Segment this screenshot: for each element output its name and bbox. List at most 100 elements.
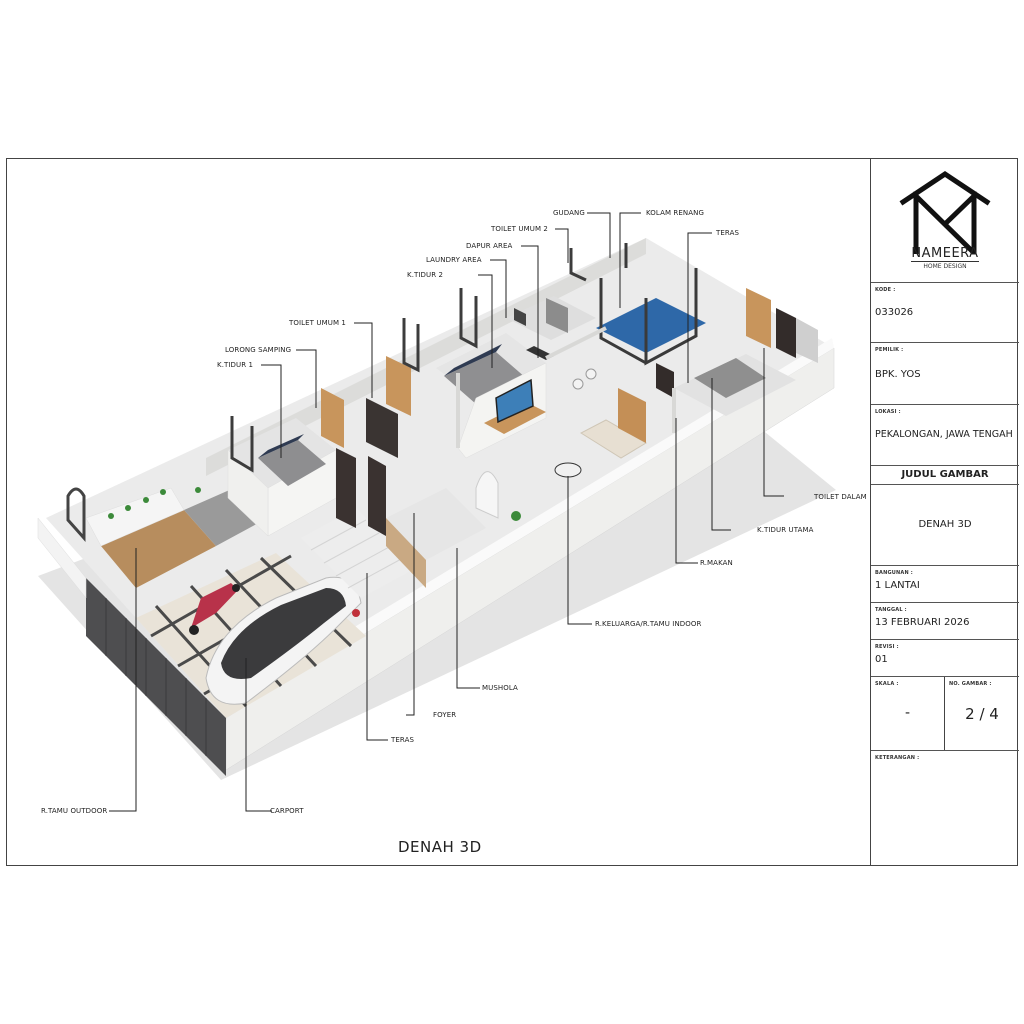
arched-gate-icon xyxy=(66,487,86,542)
row-keterangan: KETERANGAN : xyxy=(871,750,1019,866)
leader-lines xyxy=(109,212,784,812)
label-teras-front: TERAS xyxy=(391,736,415,744)
label-lorong-samping: LORONG SAMPING xyxy=(225,346,292,354)
pool-icon xyxy=(596,298,706,353)
judul-gambar-label: JUDUL GAMBAR xyxy=(901,469,989,480)
skala-value: - xyxy=(904,705,911,721)
drawing-caption: DENAH 3D xyxy=(398,838,482,856)
tv-icon xyxy=(495,378,534,424)
front-fence xyxy=(86,578,226,776)
bed-2-headboard xyxy=(444,344,502,376)
tanggal-label: TANGGAL : xyxy=(875,607,907,613)
row-revisi: REVISI : 01 xyxy=(871,639,1019,676)
interior-walls xyxy=(456,326,676,448)
car-icon xyxy=(205,576,362,705)
revisi-value: 01 xyxy=(875,654,888,665)
label-toilet-umum-1: TOILET UMUM 1 xyxy=(289,319,346,327)
label-carport: CARPORT xyxy=(270,807,304,815)
bangunan-label: BANGUNAN : xyxy=(875,570,914,576)
row-judul-gambar-value: DENAH 3D xyxy=(871,484,1019,565)
pemilik-value: BPK. YOS xyxy=(875,369,921,380)
label-foyer: FOYER xyxy=(433,711,457,719)
kode-label: KODE : xyxy=(875,287,896,293)
mushola-stone-wall xyxy=(386,518,426,588)
title-block: NAMEERA HOME DESIGN KODE : 033026 PEMILI… xyxy=(870,158,1019,866)
row-pemilik: PEMILIK : BPK. YOS xyxy=(871,342,1019,404)
house-logo-icon xyxy=(899,170,991,254)
wood-partition xyxy=(618,388,646,443)
kode-value: 033026 xyxy=(875,307,914,318)
label-kolam-renang: KOLAM RENANG xyxy=(646,209,705,217)
revisi-label: REVISI : xyxy=(875,644,899,650)
label-toilet-umum-2: TOILET UMUM 2 xyxy=(491,225,548,233)
row-lokasi: LOKASI : PEKALONGAN, JAWA TENGAH xyxy=(871,404,1019,465)
label-k-tidur-utama: K.TIDUR UTAMA xyxy=(757,526,814,534)
outdoor-wood-deck xyxy=(101,510,216,588)
front-teras-steps xyxy=(301,508,416,598)
arch-icon xyxy=(475,471,499,519)
master-wardrobe xyxy=(746,288,771,348)
main-door-leaf-icon xyxy=(368,456,386,536)
bed-2-icon xyxy=(444,352,526,404)
pemilik-label: PEMILIK : xyxy=(875,347,904,353)
glass-frame xyxy=(599,243,698,366)
logo-area: NAMEERA HOME DESIGN xyxy=(871,158,1019,282)
main-door-icon xyxy=(336,448,356,528)
bed-icon xyxy=(258,440,326,486)
label-toilet-dalam: TOILET DALAM xyxy=(814,493,867,501)
lokasi-value: PEKALONGAN, JAWA TENGAH xyxy=(875,429,1013,440)
bangunan-value: 1 LANTAI xyxy=(875,580,920,591)
pool-door-icon xyxy=(656,363,674,398)
toilet-umum-1-door xyxy=(366,398,398,458)
row-skala-no-gambar: SKALA : - NO. GAMBAR : 2 / 4 xyxy=(871,676,1019,750)
step-lines xyxy=(310,519,404,589)
left-low-wall xyxy=(37,517,87,599)
row-judul-gambar-header: JUDUL GAMBAR xyxy=(871,465,1019,484)
lokasi-label: LOKASI : xyxy=(875,409,901,415)
logo-name: NAMEERA xyxy=(911,246,979,261)
cell-no-gambar: NO. GAMBAR : 2 / 4 xyxy=(945,677,1019,750)
label-gudang: GUDANG xyxy=(553,209,585,217)
row-bangunan: BANGUNAN : 1 LANTAI xyxy=(871,565,1019,602)
label-r-keluarga: R.KELUARGA/R.TAMU INDOOR xyxy=(595,620,702,628)
front-wall-top xyxy=(224,338,834,718)
drawing-sheet-frame xyxy=(6,158,1018,866)
k-tidur-1-side-wall xyxy=(227,449,269,537)
keterangan-label: KETERANGAN : xyxy=(875,755,920,761)
mushola-floor xyxy=(386,488,486,560)
label-k-tidur-2: K.TIDUR 2 xyxy=(407,271,444,279)
bar-stool-icon xyxy=(572,378,584,390)
master-door-icon xyxy=(776,308,796,358)
isometric-house-render xyxy=(37,238,836,780)
tanggal-value: 13 FEBRUARI 2026 xyxy=(875,617,970,628)
back-long-wall xyxy=(206,238,646,476)
label-k-tidur-1: K.TIDUR 1 xyxy=(217,361,254,369)
judul-gambar-value: DENAH 3D xyxy=(918,519,972,530)
fence-slats xyxy=(105,598,207,756)
motorbike-icon xyxy=(189,583,240,635)
row-kode: KODE : 033026 xyxy=(871,282,1019,342)
skala-label: SKALA : xyxy=(875,681,899,687)
window-frames xyxy=(230,248,587,473)
wardrobe-2 xyxy=(386,356,411,416)
toilet-dalam-floor xyxy=(796,318,818,363)
bar-stool-icon xyxy=(585,368,597,380)
label-dapur-area: DAPUR AREA xyxy=(466,242,513,250)
no-gambar-value: 2 / 4 xyxy=(965,705,999,723)
planter-ledge xyxy=(85,487,185,547)
wardrobe-1 xyxy=(321,388,344,448)
row-tanggal: TANGGAL : 13 FEBRUARI 2026 xyxy=(871,602,1019,639)
logo-tagline: HOME DESIGN xyxy=(923,263,967,270)
cell-skala: SKALA : - xyxy=(871,677,945,750)
logo-underline xyxy=(911,261,979,262)
label-r-tamu-outdoor: R.TAMU OUTDOOR xyxy=(41,807,108,815)
microwave-icon xyxy=(514,308,526,326)
label-laundry-area: LAUNDRY AREA xyxy=(426,256,482,264)
no-gambar-label: NO. GAMBAR : xyxy=(949,681,992,687)
label-teras-back: TERAS xyxy=(716,229,740,237)
tv-cabinet xyxy=(484,402,546,434)
floor-plan-3d xyxy=(6,158,870,866)
label-mushola: MUSHOLA xyxy=(482,684,518,692)
label-r-makan: R.MAKAN xyxy=(700,559,733,567)
fridge-icon xyxy=(546,298,568,333)
